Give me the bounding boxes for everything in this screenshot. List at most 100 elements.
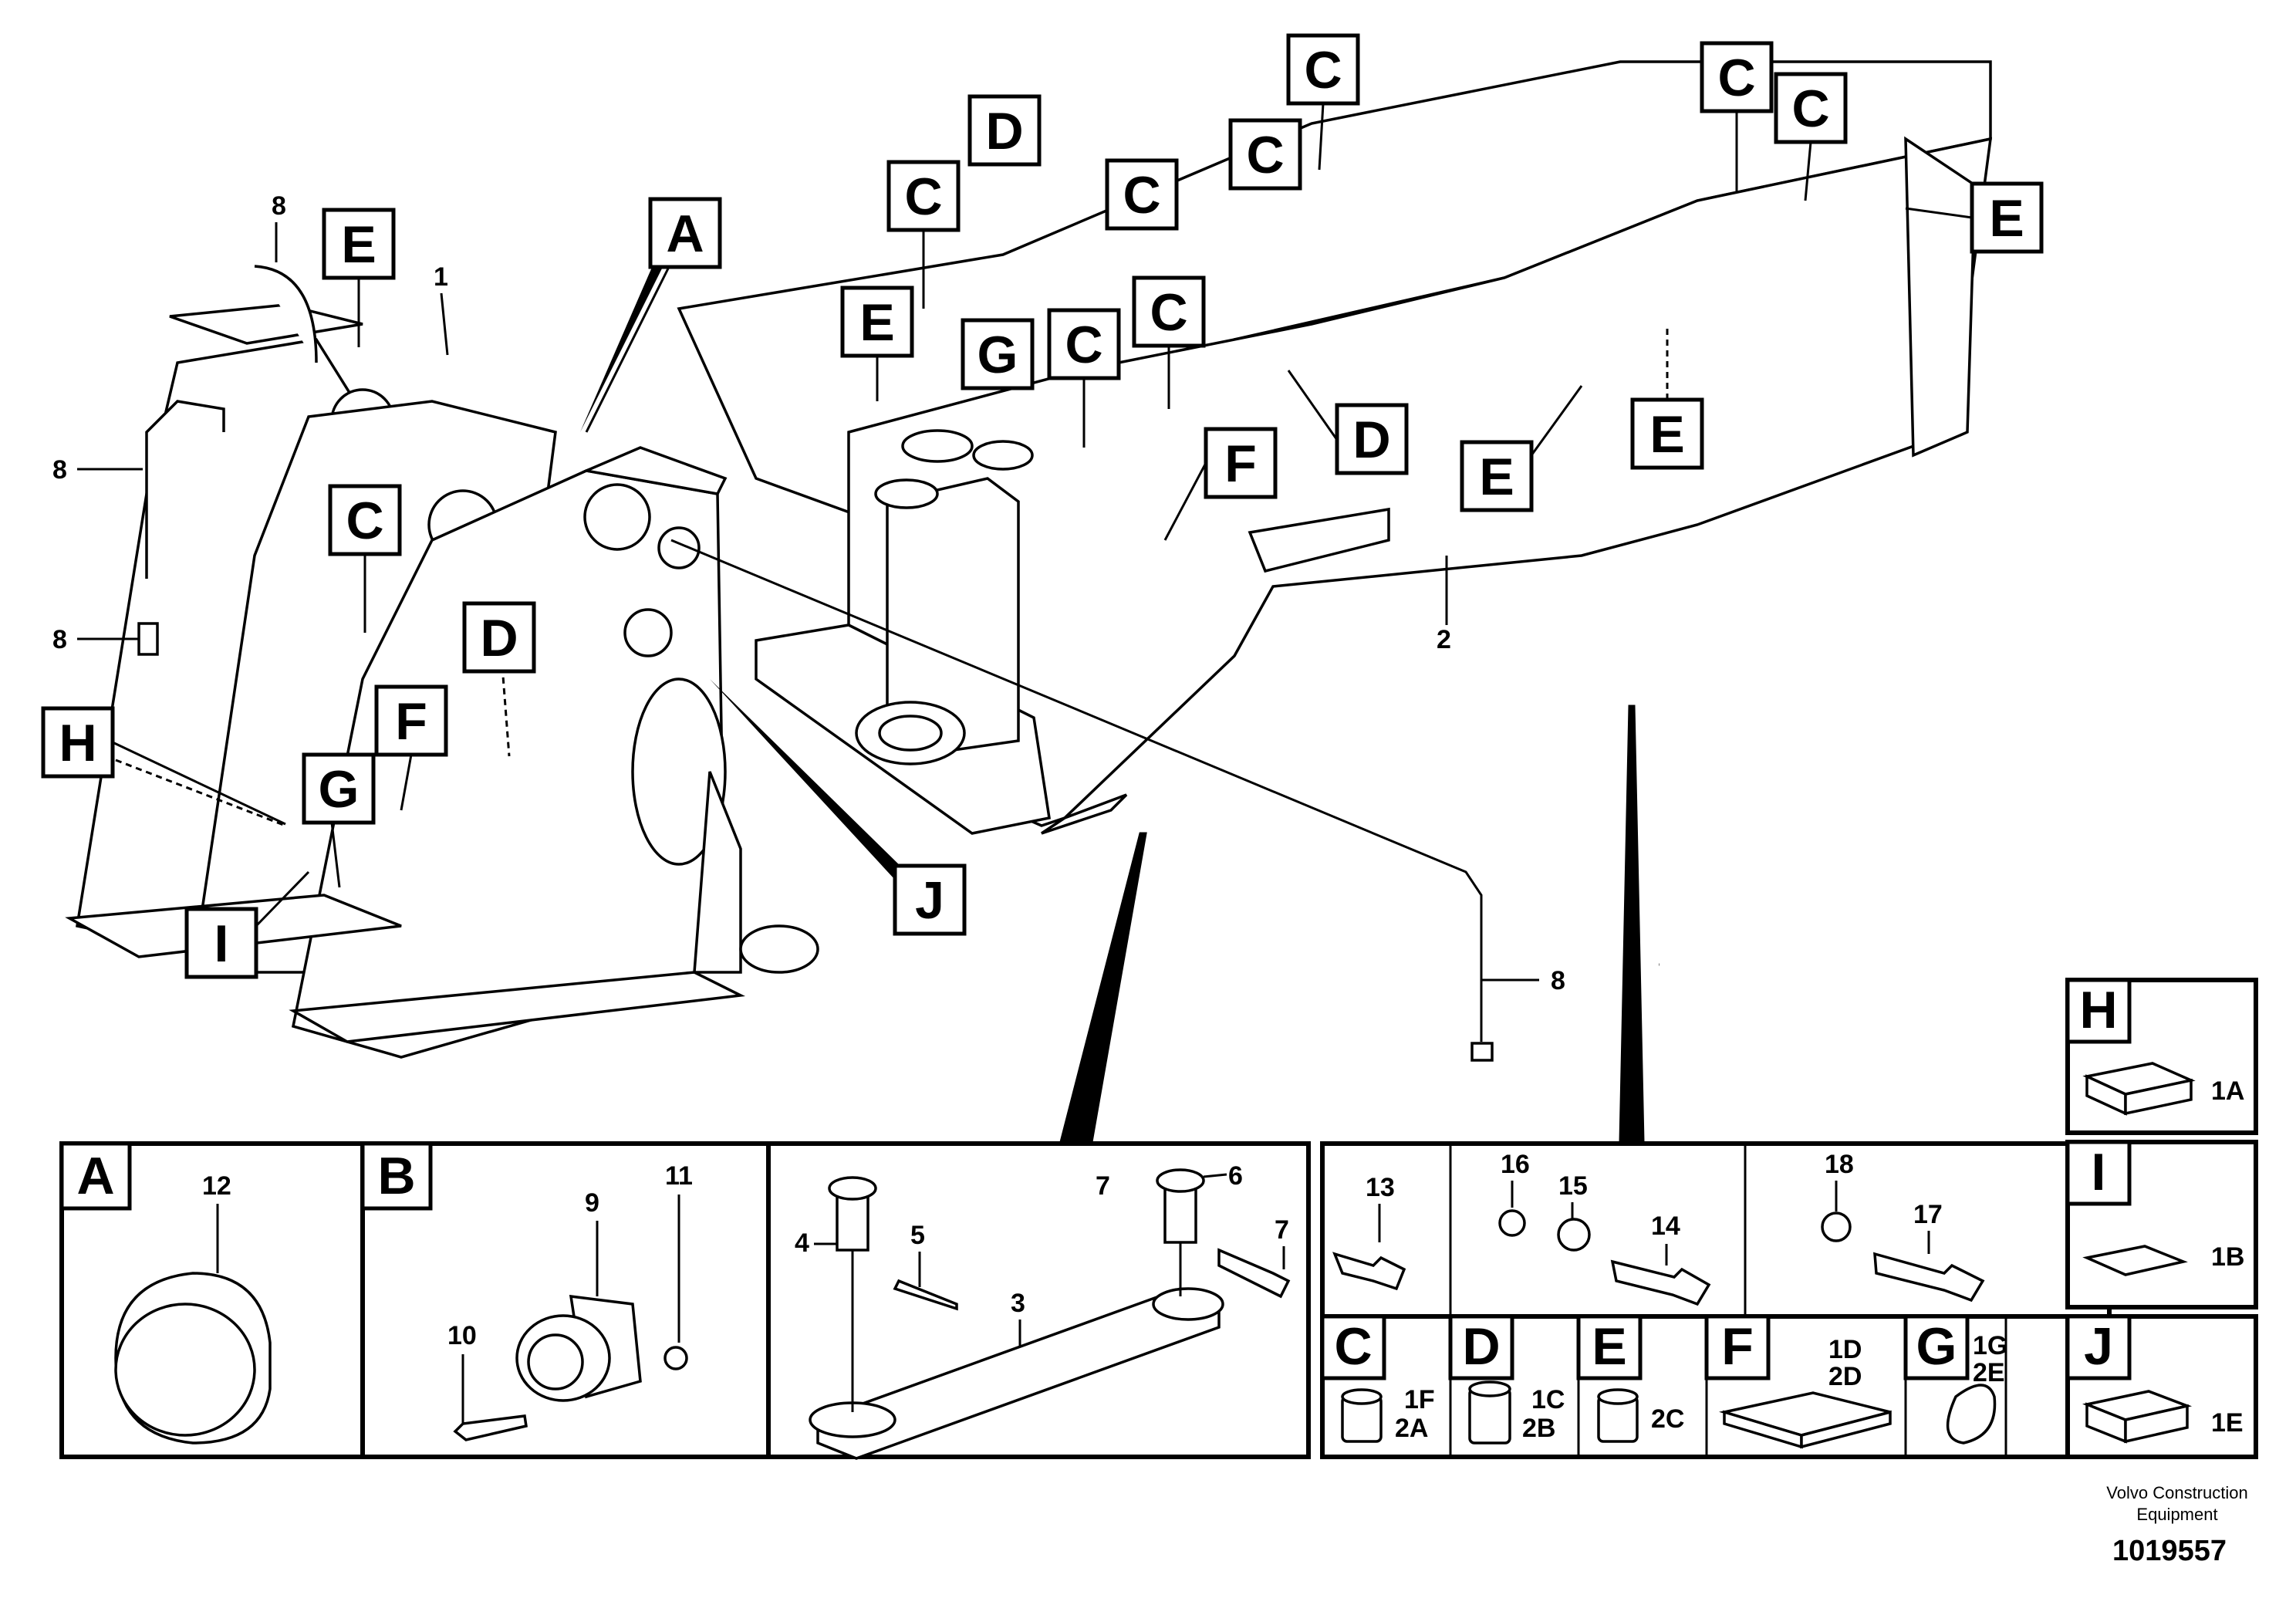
svg-text:F: F [395,692,427,751]
callout-leader-f-mid [1163,462,1207,541]
callout-leader-e-right1 [1905,207,1973,219]
bolt-13 [1332,1252,1406,1291]
part-number-10: 10 [447,1321,477,1350]
svg-text:1C: 1C [1531,1385,1565,1414]
bolt-part [453,1414,528,1441]
svg-text:2E: 2E [1973,1358,2005,1387]
legend-d: D 1C 2B [1448,1314,1565,1445]
part-number-14: 14 [1651,1211,1680,1241]
callout-leader-f [400,754,413,811]
svg-text:D: D [1462,1317,1500,1376]
svg-text:F: F [1224,434,1257,493]
pointer-line-8right [670,539,1483,1042]
svg-text:C: C [1791,79,1829,138]
callout-e-right1: E [1970,181,2044,254]
lynch-pin [1217,1248,1291,1299]
callout-j-main: J [893,863,967,936]
svg-text:D: D [480,609,518,667]
part-number-12: 12 [202,1171,231,1201]
part-number-7b: 7 [1275,1215,1289,1245]
callout-g-mid: G [961,318,1035,390]
svg-text:G: G [977,326,1018,384]
rear-frame-drawing [677,60,1993,835]
cotter-pin [893,1279,958,1311]
callout-leader-g [330,822,341,888]
callout-c-mid4: C [1132,275,1206,348]
callout-c-top: C [1286,33,1360,106]
callout-h-leftframe: H [41,706,115,779]
callout-f-mid: F [1204,427,1278,499]
part-number-11: 11 [665,1161,693,1191]
part-number-5: 5 [910,1221,925,1250]
pipe-line-left [145,400,225,579]
callout-d-leftframe: D [462,601,536,674]
callout-leader-c-right2 [1804,141,1812,201]
callout-d-mid: D [1335,403,1409,475]
svg-text:C: C [1150,283,1187,342]
callout-i-leftframe: I [184,907,258,979]
part-number-17: 17 [1913,1200,1943,1229]
part-number-8-bottom: 8 [52,625,67,654]
callout-c-left: C [886,160,961,232]
part-number-8-top: 8 [272,191,286,221]
callout-leader-e-right3 [1530,385,1583,456]
callout-leader-h [112,741,286,826]
callout-leader-d-mid [1287,370,1339,441]
callout-a-main: A [648,197,722,269]
callout-c-mid2: C [1228,118,1302,191]
bolt-14 [1610,1259,1711,1306]
part-number-13: 13 [1366,1173,1395,1202]
svg-text:A: A [76,1147,114,1205]
svg-text:2D: 2D [1828,1362,1862,1391]
legend-h: H 1A [2065,978,2258,1135]
callout-e-mid: E [840,286,914,358]
callout-g-leftframe: G [302,752,376,825]
callout-c-right2: C [1774,72,1848,144]
callout-e-leftframe: E [322,208,396,280]
svg-text:C: C [1246,126,1284,184]
callout-e-right3: E [1460,440,1534,512]
svg-text:E: E [859,293,894,352]
part-number-18: 18 [1825,1150,1854,1179]
detail-panel-a: A 12 [59,1141,365,1459]
pointer-line-a [585,246,680,433]
svg-text:2A: 2A [1395,1414,1428,1443]
pipe-fitting-bottom [137,622,159,656]
part-number-15: 15 [1558,1171,1588,1201]
document-number: 1019557 [2112,1535,2227,1567]
svg-text:1G: 1G [1973,1331,2007,1360]
svg-text:E: E [341,215,376,274]
svg-text:D: D [1352,411,1390,469]
svg-text:H: H [59,714,96,772]
svg-text:C: C [1065,316,1102,374]
svg-text:E: E [1989,189,2024,248]
pointer-wedge-j [710,679,907,880]
callout-leader-i [255,870,310,928]
part-number-2: 2 [1437,625,1451,654]
svg-text:1D: 1D [1828,1335,1862,1364]
svg-text:1A: 1A [2211,1076,2244,1106]
callout-c-mid3: C [1047,308,1121,380]
detail-panel-link: 4 5 3 7 6 7 [766,1141,1311,1460]
svg-text:B: B [377,1147,415,1205]
svg-text:E: E [1649,405,1684,464]
part-number-16: 16 [1501,1150,1530,1179]
svg-text:G: G [1916,1317,1957,1376]
brand-line-2: Equipment [2136,1505,2217,1524]
svg-text:C: C [1123,166,1160,225]
callout-d-left: D [967,94,1042,167]
pipe-nut-right [1470,1042,1494,1062]
svg-text:C: C [1334,1317,1372,1376]
pipe-fitting-top [254,265,318,363]
part-number-8-left: 8 [52,455,67,485]
front-frame-drawing [65,303,819,1059]
svg-text:C: C [1717,49,1755,107]
pointer-wedge-a [580,259,665,432]
detail-panel-b: B 9 11 10 [360,1141,771,1459]
pointer-wedge-bolts [1619,705,1645,1144]
legend-j: J 1E [2065,1314,2258,1459]
pointer-wedge-link [1059,832,1147,1144]
svg-text:D: D [985,102,1023,161]
svg-text:1B: 1B [2211,1242,2244,1272]
